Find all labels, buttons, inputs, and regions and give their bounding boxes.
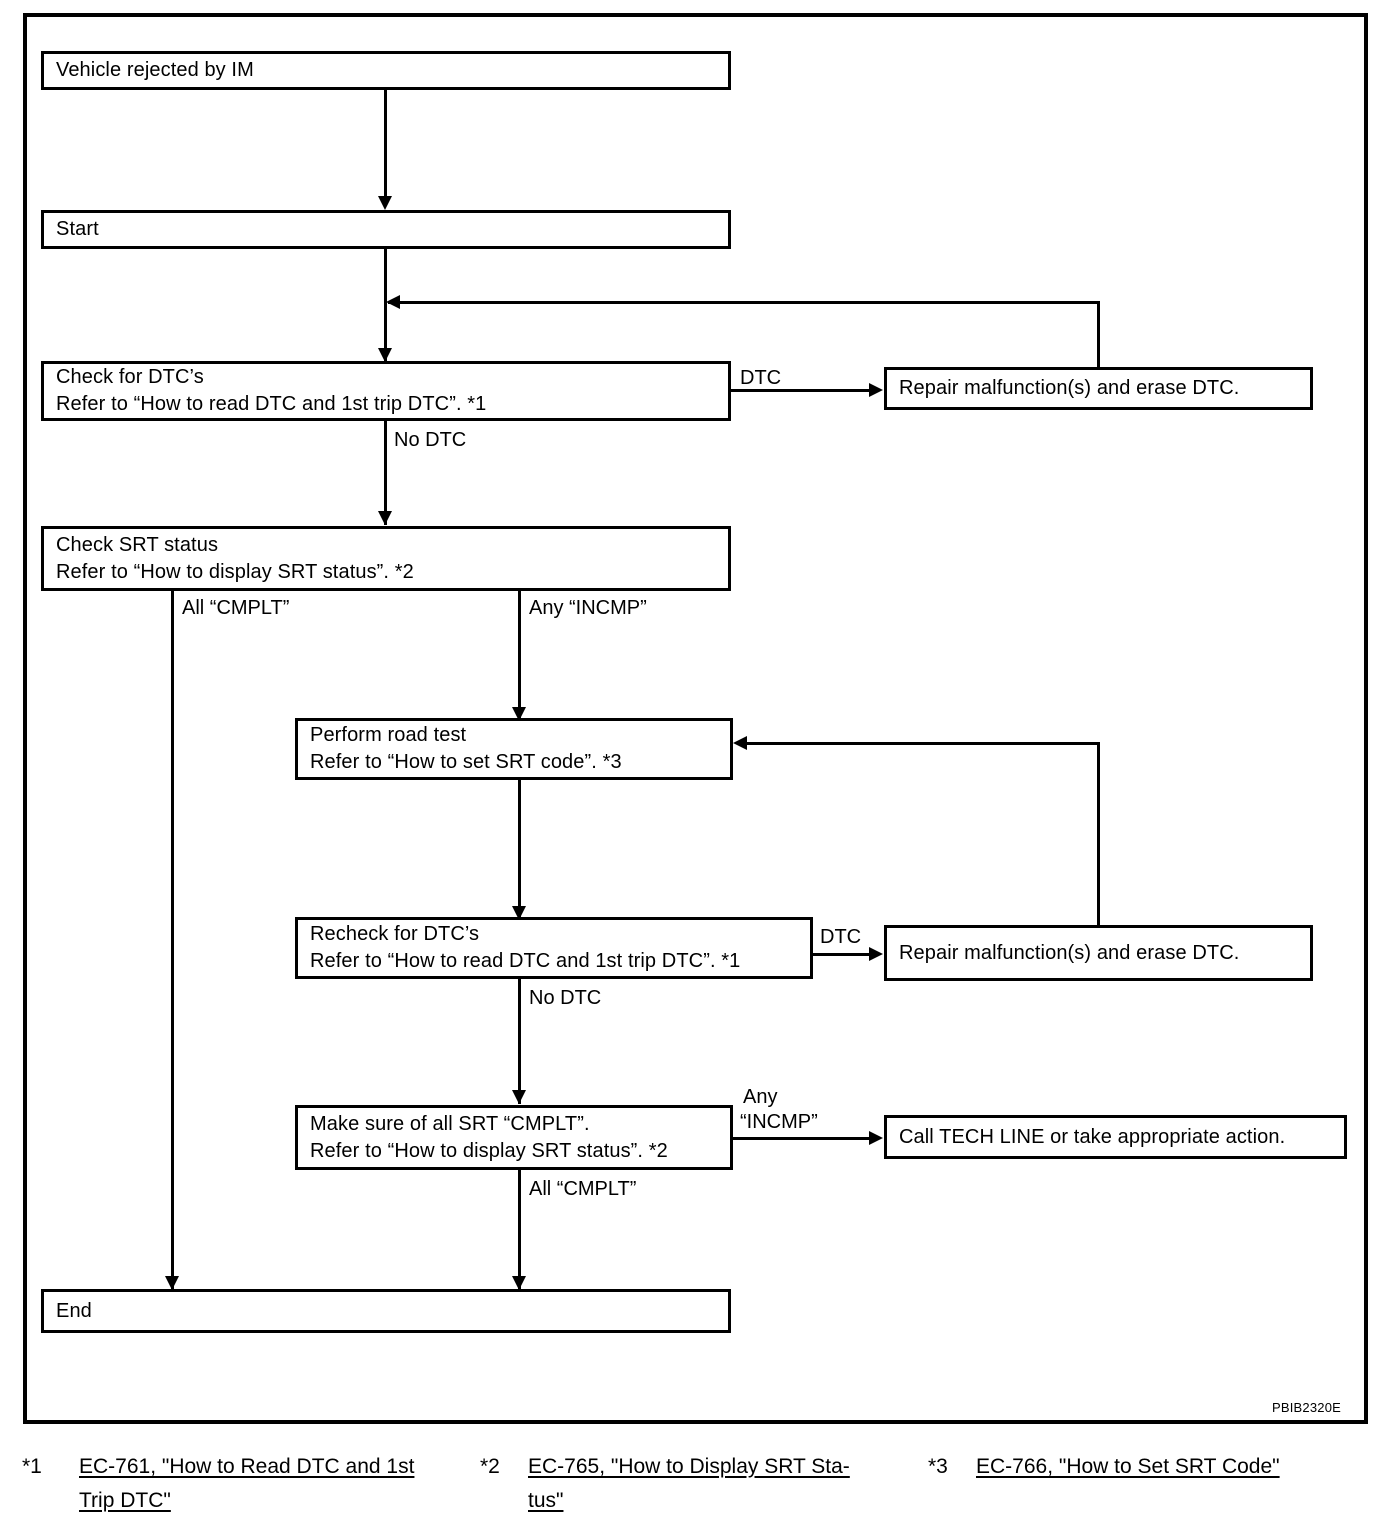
edge-road-test-to-recheck <box>518 780 521 920</box>
arrowhead-vehicle-to-start <box>378 196 392 210</box>
footnote-3-mark: *3 <box>928 1455 948 1478</box>
node-repair-1: Repair malfunction(s) and erase DTC. <box>884 367 1313 410</box>
node-recheck-dtc-line-2: Refer to “How to read DTC and 1st trip D… <box>310 950 741 972</box>
node-end: End <box>41 1289 731 1333</box>
node-road-test-line-1: Perform road test <box>310 724 467 746</box>
edge-label-any-incmp-1: Any “INCMP” <box>529 597 647 619</box>
edge-start-to-check-dtc <box>384 249 387 362</box>
edge-check-srt-to-road-test <box>518 591 521 721</box>
node-start-line-1: Start <box>56 218 99 240</box>
node-check-dtc-line-1: Check for DTC’s <box>56 366 204 388</box>
edge-repair2-feedback-horizontal <box>744 742 1100 745</box>
node-vehicle-rejected: Vehicle rejected by IM <box>41 51 731 90</box>
node-road-test: Perform road test Refer to “How to set S… <box>295 718 733 780</box>
edge-repair1-feedback-horizontal <box>388 301 1100 304</box>
node-check-dtc: Check for DTC’s Refer to “How to read DT… <box>41 361 731 421</box>
arrowhead-repair2-feedback <box>733 736 747 750</box>
footnote-2-ref-line-2[interactable]: tus" <box>528 1489 564 1512</box>
node-repair-1-line-1: Repair malfunction(s) and erase DTC. <box>899 377 1240 399</box>
arrowhead-repair1-feedback <box>386 295 400 309</box>
node-vehicle-rejected-line-1: Vehicle rejected by IM <box>56 59 254 81</box>
edge-make-sure-to-call-tech-line <box>733 1137 871 1140</box>
edge-recheck-to-make-sure <box>518 979 521 1104</box>
node-check-srt: Check SRT status Refer to “How to displa… <box>41 526 731 591</box>
node-recheck-dtc: Recheck for DTC’s Refer to “How to read … <box>295 917 813 979</box>
edge-label-no-dtc-1: No DTC <box>394 429 467 451</box>
footnote-3-ref-line-1[interactable]: EC-766, "How to Set SRT Code" <box>976 1455 1280 1478</box>
edge-label-all-cmplt-1: All “CMPLT” <box>182 597 290 619</box>
footnote-1-ref-line-2[interactable]: Trip DTC" <box>79 1489 171 1512</box>
edge-label-any-incmp-2-line-2: “INCMP” <box>740 1111 818 1133</box>
node-call-tech-line: Call TECH LINE or take appropriate actio… <box>884 1115 1347 1159</box>
footnote-2-mark: *2 <box>480 1455 500 1478</box>
edge-check-dtc-to-check-srt <box>384 421 387 525</box>
node-start: Start <box>41 210 731 249</box>
node-check-dtc-line-2: Refer to “How to read DTC and 1st trip D… <box>56 393 487 415</box>
arrowhead-make-sure-to-call-tech-line <box>869 1131 883 1145</box>
footnote-1-mark: *1 <box>22 1455 42 1478</box>
edge-repair2-feedback-vertical <box>1097 742 1100 925</box>
node-recheck-dtc-line-1: Recheck for DTC’s <box>310 923 480 945</box>
node-check-srt-line-1: Check SRT status <box>56 533 219 556</box>
edge-label-no-dtc-2: No DTC <box>529 987 602 1009</box>
node-make-sure-srt-line-1: Make sure of all SRT “CMPLT”. <box>310 1112 590 1135</box>
node-check-srt-line-2: Refer to “How to display SRT status”. *2 <box>56 560 414 583</box>
arrowhead-check-srt-to-end <box>165 1276 179 1290</box>
edge-label-dtc-1: DTC <box>740 367 782 389</box>
figure-code: PBIB2320E <box>1272 1400 1342 1415</box>
arrowhead-make-sure-to-end <box>512 1276 526 1290</box>
edge-vehicle-to-start <box>384 90 387 200</box>
node-repair-2: Repair malfunction(s) and erase DTC. <box>884 925 1313 981</box>
arrowhead-recheck-to-make-sure <box>512 1090 526 1104</box>
edge-label-dtc-2: DTC <box>820 926 862 948</box>
arrowhead-check-srt-to-road-test <box>512 707 526 721</box>
arrowhead-start-to-check-dtc <box>378 348 392 362</box>
footnote-2-ref-line-1[interactable]: EC-765, "How to Display SRT Sta- <box>528 1455 850 1478</box>
node-call-tech-line-line-1: Call TECH LINE or take appropriate actio… <box>899 1125 1286 1148</box>
edge-repair1-feedback-vertical <box>1097 301 1100 367</box>
node-end-line-1: End <box>56 1299 92 1322</box>
edge-check-srt-to-end <box>171 591 174 1289</box>
arrowhead-check-dtc-to-check-srt <box>378 511 392 525</box>
footnote-1-ref-line-1[interactable]: EC-761, "How to Read DTC and 1st <box>79 1455 415 1478</box>
arrowhead-recheck-to-repair2 <box>869 947 883 961</box>
edge-make-sure-to-end <box>518 1170 521 1289</box>
edge-label-all-cmplt-2: All “CMPLT” <box>529 1178 637 1200</box>
arrowhead-road-test-to-recheck <box>512 906 526 920</box>
edge-check-dtc-to-repair1 <box>731 389 877 392</box>
edge-label-any-incmp-2-line-1: Any <box>743 1086 778 1108</box>
node-make-sure-srt-line-2: Refer to “How to display SRT status”. *2 <box>310 1139 668 1162</box>
node-road-test-line-2: Refer to “How to set SRT code”. *3 <box>310 751 622 773</box>
node-make-sure-srt: Make sure of all SRT “CMPLT”. Refer to “… <box>295 1105 733 1170</box>
edge-recheck-to-repair2 <box>813 953 871 956</box>
node-repair-2-line-1: Repair malfunction(s) and erase DTC. <box>899 941 1240 964</box>
arrowhead-check-dtc-to-repair1 <box>869 383 883 397</box>
footnote-list: *1 EC-761, "How to Read DTC and 1st Trip… <box>22 1452 1382 1522</box>
